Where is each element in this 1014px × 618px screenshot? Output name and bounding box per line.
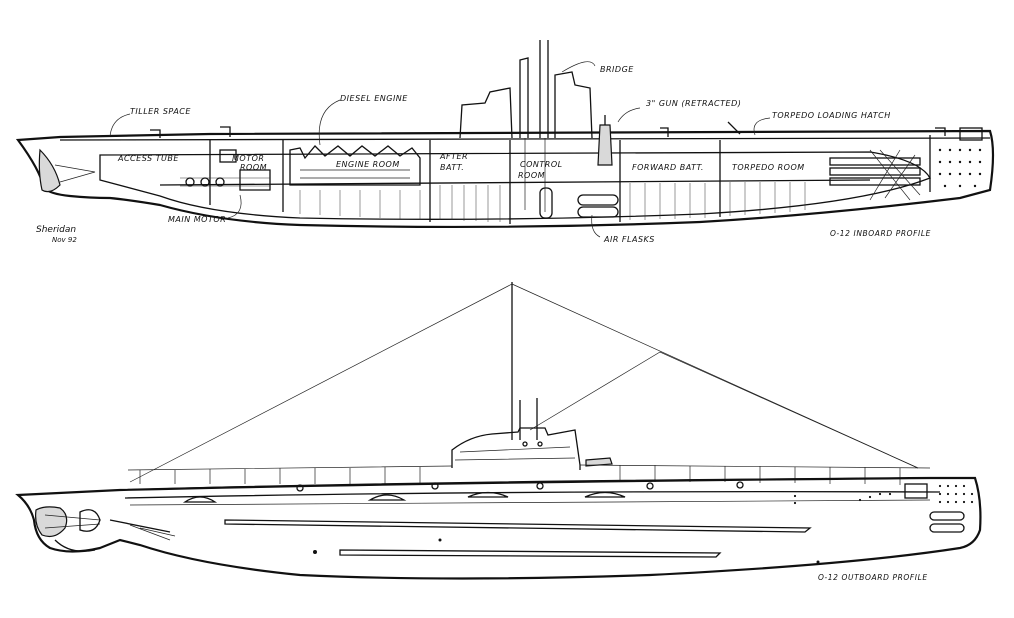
- torpedo-tubes: [829, 149, 921, 201]
- room-motor-room-line1: MOTOR: [232, 154, 264, 163]
- signature-name: Sheridan: [36, 225, 76, 235]
- outboard-profile: O-12 OUTBOARD PROFILE: [15, 282, 982, 582]
- room-torpedo-room: TORPEDO ROOM: [732, 163, 805, 172]
- upper-strake: [224, 519, 812, 533]
- callout-gun: 3" GUN (RETRACTED): [646, 99, 741, 108]
- outboard-conning-tower: [451, 427, 581, 470]
- artist-signature: Sheridan Nov 92: [36, 225, 77, 244]
- room-engine-room: ENGINE ROOM: [336, 160, 400, 169]
- rigging-wire-aft: [129, 283, 513, 483]
- callout-main-motor: MAIN MOTOR: [168, 215, 226, 224]
- bow-flood-holes: [793, 484, 974, 505]
- callout-tiller: TILLER SPACE: [130, 107, 191, 116]
- rigging-wire-lower: [529, 351, 919, 469]
- bulkheads: [209, 140, 721, 224]
- deck-railing: [127, 464, 931, 471]
- room-motor-room-line2: ROOM: [240, 163, 267, 172]
- callout-air-flasks: AIR FLASKS: [603, 235, 655, 244]
- battery-cells: [299, 182, 806, 222]
- signature-date: Nov 92: [52, 236, 77, 244]
- air-flasks: [539, 187, 619, 219]
- inboard-profile: BRIDGE 3" GUN (RETRACTED) TORPEDO LOADIN…: [15, 40, 995, 244]
- outboard-caption: O-12 OUTBOARD PROFILE: [818, 573, 928, 582]
- room-after-batt-line2: BATT.: [440, 163, 464, 172]
- room-forward-batt: FORWARD BATT.: [632, 163, 704, 172]
- callout-torpedo-hatch: TORPEDO LOADING HATCH: [772, 111, 891, 120]
- room-control-room-line2: ROOM: [518, 171, 545, 180]
- room-control-room-line1: CONTROL: [520, 160, 563, 169]
- inboard-caption: O-12 INBOARD PROFILE: [830, 229, 931, 238]
- callout-diesel: DIESEL ENGINE: [340, 94, 408, 103]
- room-after-batt-line1: AFTER: [439, 152, 468, 161]
- motor-room-machinery: [180, 149, 271, 191]
- room-access-tube: ACCESS TUBE: [117, 154, 179, 163]
- deck-limber-holes: [182, 481, 744, 503]
- conning-tower: [459, 40, 613, 212]
- diesel-engine-blocks: [289, 145, 421, 186]
- inboard-hull-outline: [15, 129, 995, 229]
- lower-strake: [339, 549, 722, 558]
- stern-gear: [35, 506, 176, 552]
- callout-bridge: BRIDGE: [600, 65, 634, 74]
- torpedo-shutters: [929, 511, 965, 533]
- bow-rivets: [938, 148, 982, 188]
